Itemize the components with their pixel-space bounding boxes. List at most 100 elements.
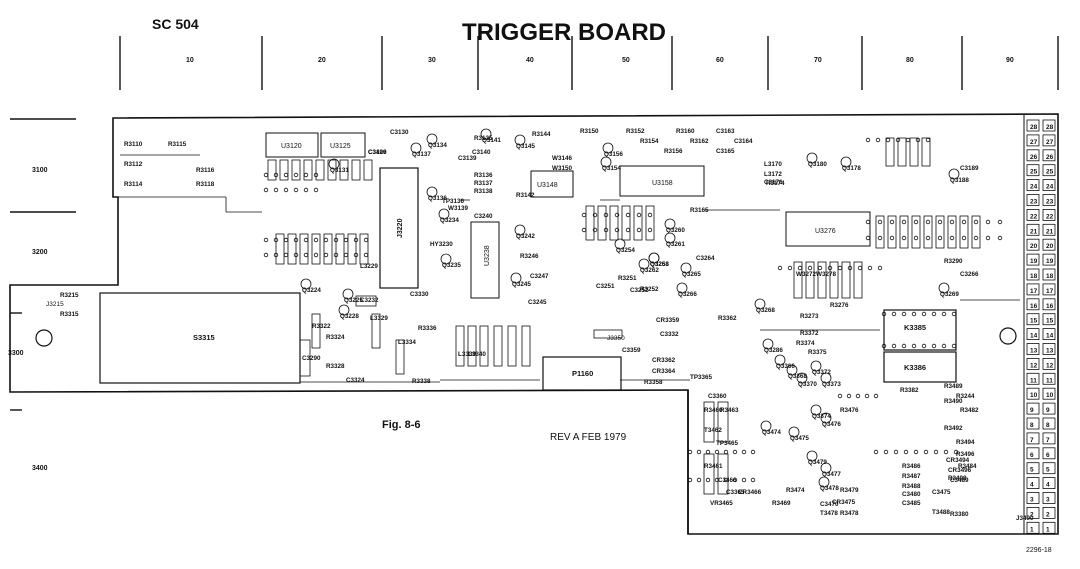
resistor-label: R3154 (640, 138, 659, 145)
solder-pad (837, 393, 843, 399)
solder-pad (363, 237, 369, 243)
resistor-label: R3461 (704, 463, 723, 470)
jumper-j3350-label: J3350 (607, 335, 625, 342)
edge-pin-outer (1026, 372, 1040, 385)
capacitor-label: C3245 (528, 299, 547, 306)
edge-pin-label-outer: 20 (1030, 243, 1038, 250)
transistor-outline (300, 278, 312, 290)
transistor-outline (664, 232, 676, 244)
transistor-label: Q3370 (798, 381, 817, 388)
solder-pad (283, 237, 289, 243)
connector-p1160-label: P1160 (572, 369, 593, 378)
solder-pad (303, 252, 309, 258)
edge-pin-label-inner: 10 (1046, 392, 1054, 399)
transistor-outline (676, 282, 688, 294)
edge-pin-label-outer: 4 (1030, 482, 1034, 489)
solder-pad (857, 265, 863, 271)
switch-s3315-label: S3315 (193, 333, 215, 342)
transistor-label: Q3180 (808, 161, 827, 168)
resistor-label: R3110 (124, 141, 143, 148)
capacitor-label: C3130 (390, 129, 409, 136)
model-label: SC 504 (152, 16, 199, 32)
solder-pad (941, 343, 947, 349)
transistor-label: Q3366 (776, 363, 795, 370)
misc-component-label: CR3494 (946, 457, 970, 464)
solder-pad (997, 219, 1003, 225)
transistor-label: Q3373 (822, 381, 841, 388)
edge-pin-label-outer: 26 (1030, 154, 1038, 161)
resistor-label: R3498 (948, 475, 967, 482)
solder-pad (911, 343, 917, 349)
edge-pin-inner (1042, 179, 1056, 192)
resistor-label: R3328 (326, 363, 345, 370)
resistor-label: R3460 (704, 407, 723, 414)
solder-pad (581, 227, 587, 233)
edge-pin-outer (1026, 417, 1040, 430)
edge-pin-label-outer: 25 (1030, 169, 1038, 176)
edge-pin-inner (1042, 164, 1056, 177)
resistor-label: R3273 (800, 313, 819, 320)
transistor-label: Q3141 (482, 137, 501, 144)
solder-pad (303, 237, 309, 243)
component-body (335, 233, 345, 265)
column-label: 40 (526, 57, 534, 64)
edge-pin-label-inner: 15 (1046, 318, 1054, 325)
solder-pad (283, 252, 289, 258)
inductor-label: L3340 (468, 351, 486, 358)
solder-pad (723, 449, 729, 455)
edge-pin-label-outer: 18 (1030, 273, 1038, 280)
capacitor-label: C3332 (660, 331, 679, 338)
jumper-j3220-label: J3220 (397, 218, 404, 238)
edge-pin-inner (1042, 253, 1056, 266)
ic-u3120-label: U3120 (281, 143, 302, 150)
resistor-label: R3144 (532, 131, 551, 138)
transistor-outline (614, 238, 626, 250)
solder-pad (592, 212, 598, 218)
edge-pin-label-outer: 17 (1030, 288, 1038, 295)
transistor-outline (806, 450, 818, 462)
edge-pin-label-outer: 28 (1030, 124, 1038, 131)
solder-pad (864, 393, 870, 399)
edge-pin-outer (1026, 447, 1040, 460)
solder-pad (714, 477, 720, 483)
solder-pad (750, 477, 756, 483)
component-body (645, 205, 655, 241)
solder-pad (941, 311, 947, 317)
misc-component-label: TP3136 (442, 198, 465, 205)
resistor-label: R3375 (808, 349, 827, 356)
ic-u3238-body (470, 221, 500, 299)
solder-pad (273, 187, 279, 193)
edge-pin-outer (1026, 268, 1040, 281)
board-title: TRIGGER BOARD (462, 19, 666, 46)
solder-pad (741, 477, 747, 483)
solder-pad (901, 343, 907, 349)
edge-pin-inner (1042, 208, 1056, 221)
relay-k3385-label: K3385 (904, 323, 926, 332)
transistor-label: Q3372 (812, 369, 831, 376)
edge-pin-outer (1026, 298, 1040, 311)
transistor-outline (438, 208, 450, 220)
edge-pin-inner (1042, 372, 1056, 385)
edge-pin-label-inner: 3 (1046, 497, 1050, 504)
relay-k3386-label: K3386 (904, 363, 926, 372)
transistor-outline (680, 262, 692, 274)
edge-pin-inner (1042, 402, 1056, 415)
transistor-label: Q3254 (616, 247, 635, 254)
transistor-label: Q3262 (640, 267, 659, 274)
transistor-outline (440, 253, 452, 265)
transistor-label: Q3374 (812, 413, 831, 420)
solder-pad (313, 187, 319, 193)
edge-pin-label-inner: 24 (1046, 184, 1054, 191)
capacitor-label: C3266 (960, 271, 979, 278)
component-body (275, 233, 285, 265)
solder-pad (313, 252, 319, 258)
capacitor-label: C3360 (708, 393, 727, 400)
resistor-label: R3137 (474, 180, 493, 187)
transistor-outline (820, 372, 832, 384)
solder-pad (943, 449, 949, 455)
capacitor-label: C3324 (346, 377, 365, 384)
solder-pad (817, 265, 823, 271)
solder-pad (323, 237, 329, 243)
transistor-label: Q3154 (602, 165, 621, 172)
row-label: 3200 (32, 249, 48, 256)
